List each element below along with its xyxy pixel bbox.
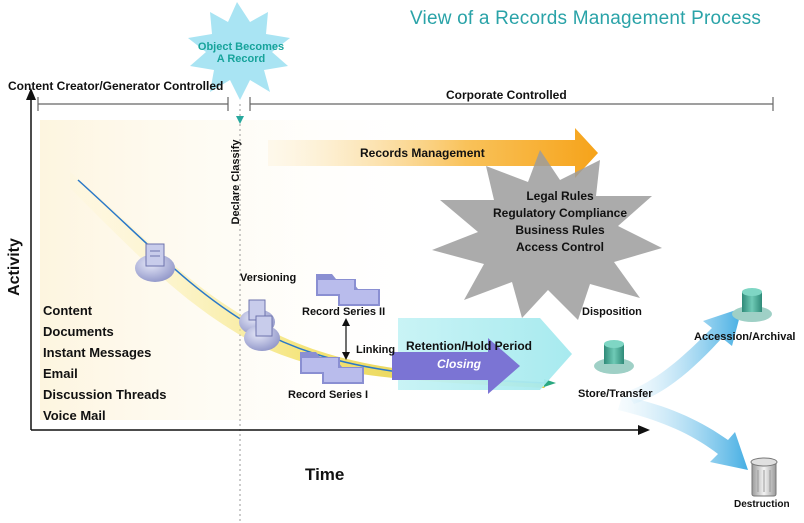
rules-list: Legal Rules Regulatory Compliance Busine… (490, 188, 630, 256)
record-burst-shape (188, 2, 290, 100)
content-item: Documents (43, 324, 114, 339)
rule-access: Access Control (515, 240, 605, 254)
rules-star-shape (432, 150, 662, 320)
record-series-2-folders (316, 274, 380, 306)
destruction-trash-icon (750, 457, 778, 497)
record-burst-label: Object Becomes A Record (193, 41, 289, 65)
store-transfer-label: Store/Transfer (578, 388, 653, 400)
rule-regulatory: Regulatory Compliance (492, 206, 628, 220)
content-document-icon (135, 243, 175, 282)
content-item: Content (43, 303, 93, 318)
retention-hold-label: Retention/Hold Period (406, 339, 532, 353)
records-management-arrow (268, 128, 598, 178)
content-item: Discussion Threads (43, 387, 167, 402)
content-item: Instant Messages (43, 345, 152, 360)
accession-archival-icon (732, 288, 772, 322)
corporate-bracket (249, 97, 774, 111)
content-types-list: Content Documents Instant Messages Email… (43, 300, 167, 426)
y-axis-label: Activity (5, 238, 23, 296)
content-item: Voice Mail (43, 408, 106, 423)
record-series-1-folders (300, 352, 364, 384)
record-series-2-label: Record Series II (302, 306, 386, 318)
x-axis-label: Time (305, 465, 345, 484)
content-creator-bracket (37, 97, 229, 111)
record-series-1-label: Record Series I (288, 389, 369, 401)
burst-label-line-1: Object Becomes (197, 41, 285, 53)
destruction-arrow (618, 396, 748, 470)
diagram-title: View of a Records Management Process (410, 8, 762, 29)
declare-classify-label: Declare Classify (230, 139, 242, 225)
closing-arrow (392, 338, 520, 394)
axes (26, 88, 650, 435)
burst-label-line-2: A Record (216, 53, 266, 65)
closing-label: Closing (437, 357, 481, 371)
linking-connector (342, 318, 350, 360)
disposition-label: Disposition (582, 306, 642, 318)
content-item: Email (43, 366, 78, 381)
versioning-label: Versioning (240, 272, 297, 284)
accession-arrow (626, 308, 742, 404)
linking-label: Linking (356, 344, 396, 356)
accession-archival-label: Accession/Archival (694, 331, 796, 343)
rule-business: Business Rules (515, 223, 605, 237)
store-transfer-icon (594, 340, 634, 374)
records-management-label: Records Management (360, 146, 485, 160)
versioning-document-icon (239, 299, 280, 351)
rule-legal: Legal Rules (526, 189, 594, 203)
content-creator-label: Content Creator/Generator Controlled (8, 79, 224, 93)
destruction-label: Destruction (734, 499, 790, 510)
corporate-controlled-label: Corporate Controlled (446, 88, 567, 102)
declare-marker-icon (236, 116, 244, 124)
